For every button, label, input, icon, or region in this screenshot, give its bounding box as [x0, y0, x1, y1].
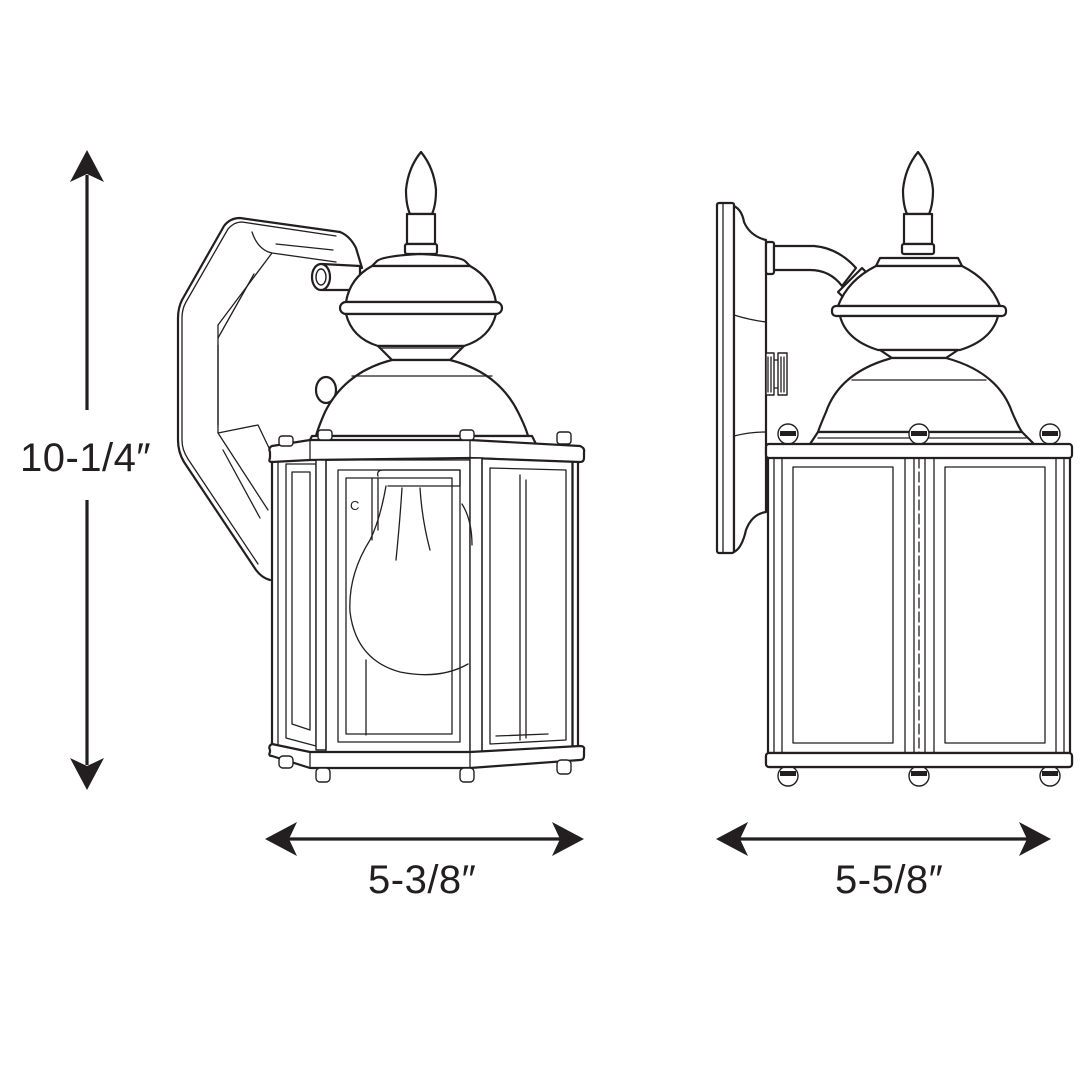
side-top-screws: [777, 423, 1061, 445]
lantern-glass-panels: [270, 457, 580, 753]
side-bottom-feet: [764, 751, 1074, 787]
dome: [306, 358, 538, 446]
bottom-frame: [268, 742, 586, 783]
finial: [403, 150, 439, 256]
side-top-frame: [764, 442, 1074, 460]
side-upper-cap: [830, 256, 1008, 360]
side-finial: [900, 150, 936, 256]
wall-backplate: [715, 201, 768, 555]
wall-arm: [176, 216, 364, 582]
side-knob: [314, 375, 338, 405]
top-frame: [268, 429, 586, 464]
height-dimension-arrow: [70, 150, 104, 790]
side-glass-body: [766, 456, 1072, 755]
front-width-dimension-label: 5-3/8″: [368, 858, 477, 902]
side-width-dimension-arrow: [716, 822, 1051, 856]
light-bulb: [349, 469, 473, 676]
upper-cap: [338, 252, 504, 362]
bulb-marker-label: C: [350, 498, 359, 513]
height-dimension-label: 10-1/4″: [20, 436, 152, 480]
mounting-knob: [765, 352, 788, 396]
side-view: [715, 150, 1074, 787]
side-width-dimension-label: 5-5/8″: [835, 858, 944, 902]
front-view: C: [176, 150, 586, 783]
front-width-dimension-arrow: [265, 822, 584, 856]
